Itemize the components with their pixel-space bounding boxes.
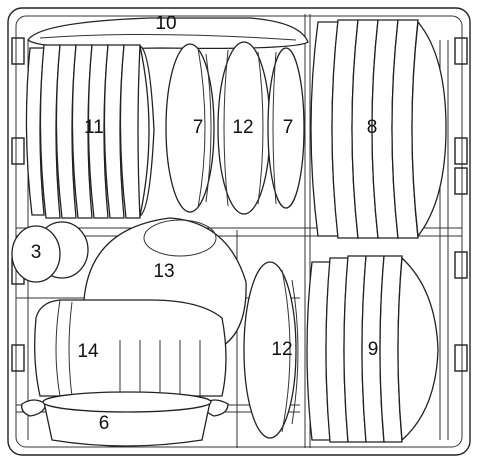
label-12-upper: 12 (232, 117, 253, 138)
label-14: 14 (77, 341, 99, 362)
label-11: 11 (84, 117, 104, 138)
rack-side-clips (11, 37, 468, 372)
label-3: 3 (31, 242, 42, 263)
bowl-12-lower (243, 261, 299, 439)
plate-7-left (165, 43, 215, 213)
label-12-lower: 12 (271, 339, 292, 360)
label-7-left: 7 (193, 117, 204, 138)
label-7-right: 7 (283, 117, 294, 138)
plates-11 (25, 44, 155, 219)
label-6: 6 (99, 413, 110, 434)
label-10: 10 (155, 13, 176, 34)
label-9: 9 (368, 339, 379, 360)
cup-3 (11, 221, 89, 283)
plates-9 (306, 255, 439, 443)
plate-7-right (267, 47, 305, 209)
label-8: 8 (367, 117, 378, 138)
plates-14 (34, 299, 227, 397)
label-13: 13 (153, 261, 174, 282)
pot-6 (21, 391, 229, 447)
plates-8 (310, 19, 447, 239)
